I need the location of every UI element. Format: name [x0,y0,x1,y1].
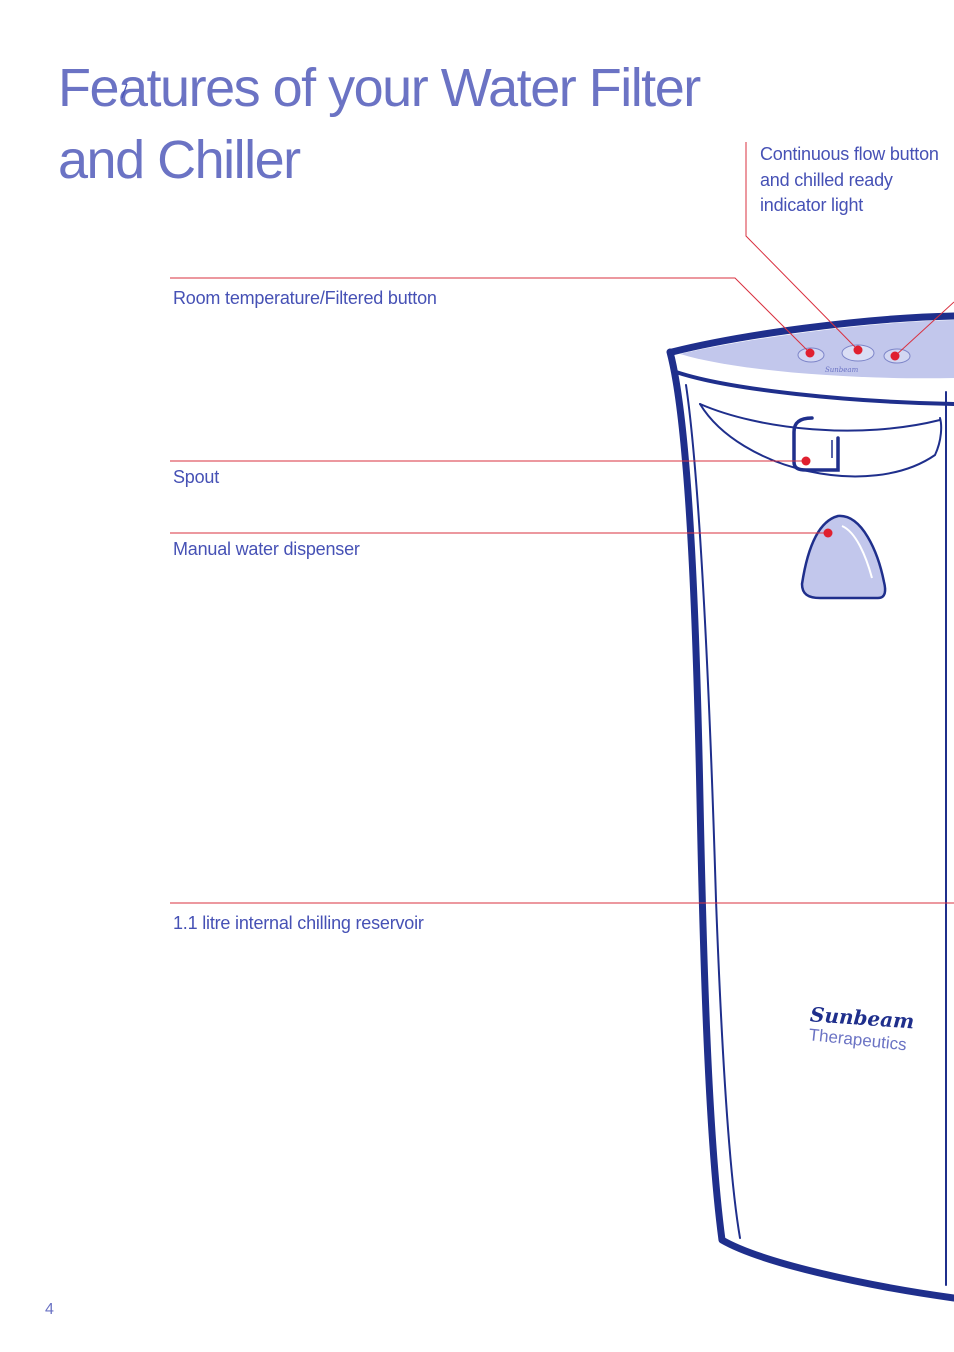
reservoir-label: 1.1 litre internal chilling reservoir [173,913,424,933]
dot-dispenser [823,528,833,538]
leader-lines [170,142,954,904]
leader-indicator-light [894,301,954,357]
spout-label: Spout [173,467,220,487]
manual-dispenser-label: Manual water dispenser [173,539,360,559]
spout [792,416,840,472]
dot-continuous-flow [853,345,863,355]
dot-spout [801,456,811,466]
appliance-body [666,312,954,1302]
panel-logo: Sunbeam [825,366,859,374]
manual-dispenser-button[interactable] [800,514,887,600]
dot-indicator-light [890,351,900,361]
title-mark [121,83,128,99]
continuous-flow-label: Continuous flow button and chilled ready… [760,144,939,215]
room-temperature-label: Room temperature/Filtered button [173,288,437,308]
page-title: Features of your Water Filter and Chille… [58,52,701,196]
title-line-2: and Chiller [58,130,301,190]
dispenser-highlight [841,525,873,579]
leader-continuous-flow [745,142,859,351]
dot-room-temperature [805,348,815,358]
page-number: 4 [45,1301,54,1318]
leader-room-temperature [170,277,811,354]
callout-dots [801,345,900,538]
title-line-1: Features of your Water Filter [58,58,701,118]
